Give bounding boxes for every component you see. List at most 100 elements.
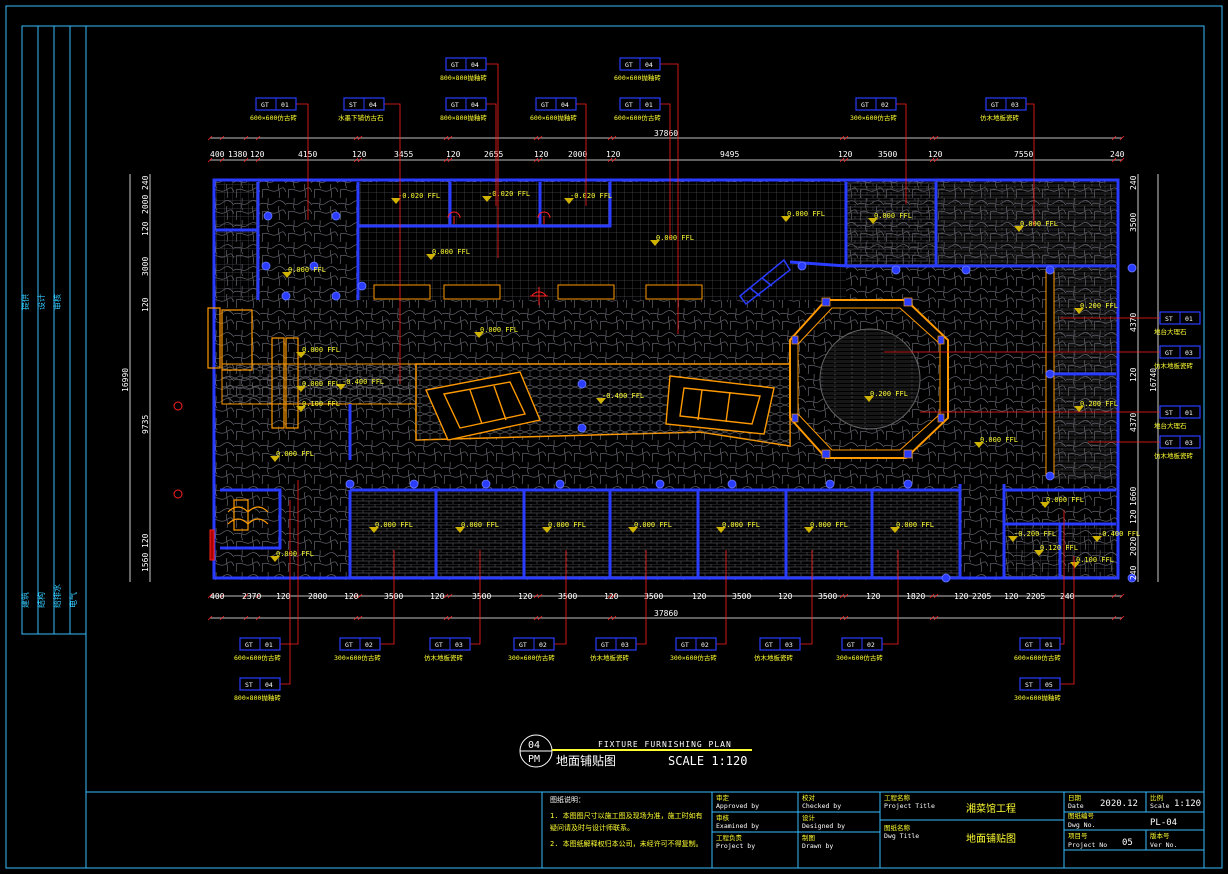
- tag-code: GT: [1025, 641, 1033, 649]
- side-label-design: 设计: [36, 294, 46, 310]
- level-marker: -0.400 FFL: [596, 392, 644, 404]
- level-text: 0.200 FFL: [870, 390, 908, 398]
- right-dim: 2020: [1129, 537, 1138, 556]
- tag-number: 02: [867, 641, 875, 649]
- ver-label-en: Ver No.: [1150, 841, 1177, 849]
- wood-tile-room: [936, 182, 1116, 266]
- level-marker: -0.400 FFL: [1092, 530, 1140, 542]
- tag-number: 02: [539, 641, 547, 649]
- dim-tick: [611, 135, 617, 141]
- dim-tick: [447, 135, 453, 141]
- level-marker: 0.000 FFL: [474, 326, 518, 338]
- dim-tick: [843, 615, 849, 621]
- level-text: 0.000 FFL: [787, 210, 825, 218]
- level-marker: 0.200 FFL: [1074, 400, 1118, 412]
- tag-desc: 300×600仿古砖: [836, 653, 883, 662]
- walls: [212, 178, 1120, 580]
- columns: [261, 211, 1137, 583]
- dim-tick: [243, 615, 249, 621]
- dim-tick: [533, 593, 539, 599]
- entrance-doors: [207, 307, 299, 531]
- tag-code: ST: [1165, 315, 1173, 323]
- bottom-dim: 3500: [818, 592, 837, 601]
- checked-label-cn: 校对: [802, 793, 816, 802]
- tag-code: GT: [261, 101, 269, 109]
- scale-label-cn: 比例: [1150, 793, 1163, 802]
- notes-line-2: 2. 本图纸解释权归本公司，未经许可不得复制。: [550, 839, 703, 848]
- dim-tick: [839, 135, 845, 141]
- top-dim: 120: [352, 150, 367, 159]
- dim-tick: [353, 593, 359, 599]
- bottom-dim: 240: [1060, 592, 1075, 601]
- dim-tick: [1119, 615, 1125, 621]
- tag-desc: 仿木地板瓷砖: [980, 113, 1020, 122]
- side-label-provide: 提供: [20, 294, 30, 310]
- tag-number: 04: [471, 101, 479, 109]
- side-label-plumbing: 给排水: [52, 584, 62, 608]
- tag-code: GT: [625, 61, 633, 69]
- project-no-label-en: Project No: [1068, 841, 1107, 849]
- title-block: [86, 791, 1204, 868]
- dimension-labels: 37860 37860 16990 16740 400 1380 120 415…: [121, 129, 1158, 618]
- dim-tick: [929, 593, 935, 599]
- level-marker: 0.000 FFL: [974, 436, 1018, 448]
- level-text: 0.000 FFL: [874, 212, 912, 220]
- right-dim: 4370: [1129, 413, 1138, 432]
- bottom-dim: 400: [210, 592, 225, 601]
- top-dim: 120: [250, 150, 265, 159]
- level-text: 0.000 FFL: [302, 380, 340, 388]
- overall-dim-bottom: 37860: [654, 609, 678, 618]
- tag-number: 04: [265, 681, 273, 689]
- side-label-electrical: 电气: [68, 592, 78, 608]
- tag-number: 02: [881, 101, 889, 109]
- bottom-dim: 1820: [906, 592, 925, 601]
- level-marker: 0.000 FFL: [804, 521, 848, 533]
- level-text: 0.000 FFL: [432, 248, 470, 256]
- right-dim: 3500: [1129, 213, 1138, 232]
- dwg-name: 地面铺贴图: [966, 832, 1016, 845]
- checked-label-en: Checked by: [802, 802, 841, 810]
- tag-code: GT: [847, 641, 855, 649]
- level-marker: 0.200 FFL: [864, 390, 908, 402]
- top-dim: 2000: [568, 150, 587, 159]
- left-dim: 120: [141, 297, 150, 312]
- dim-tick: [219, 593, 225, 599]
- level-text: 0.100 FFL: [1076, 556, 1114, 564]
- right-dim: 240: [1129, 175, 1138, 190]
- level-text: -0.400 FFL: [342, 378, 384, 386]
- level-marker: 0.000 FFL: [1014, 220, 1058, 232]
- tag-number: 05: [1045, 681, 1053, 689]
- dim-tick: [533, 157, 539, 163]
- dim-tick: [611, 157, 617, 163]
- bottom-dim: 120: [1004, 592, 1019, 601]
- tag-code: GT: [541, 101, 549, 109]
- project-name: 湘菜馆工程: [966, 802, 1016, 815]
- overall-dim-left: 16990: [121, 368, 130, 392]
- left-dim: 9735: [141, 415, 150, 434]
- dim-tick: [357, 615, 363, 621]
- tag-number: 02: [701, 641, 709, 649]
- tag-code: GT: [1165, 439, 1173, 447]
- tag-desc: 仿木地板瓷砖: [1154, 361, 1194, 370]
- level-text: 0.000 FFL: [810, 521, 848, 529]
- tag-number: 03: [1185, 349, 1193, 357]
- dim-tick: [611, 615, 617, 621]
- tag-desc: 600×600抛釉砖: [614, 73, 661, 82]
- level-text: -0.400 FFL: [1098, 530, 1140, 538]
- level-text: -0.200 FFL: [1014, 530, 1056, 538]
- level-text: 0.200 FFL: [1080, 302, 1118, 310]
- right-dim: 4370: [1129, 313, 1138, 332]
- tag-code: GT: [435, 641, 443, 649]
- dim-tick: [443, 593, 449, 599]
- tag-number: 03: [785, 641, 793, 649]
- scale-label-en: Scale: [1150, 802, 1170, 810]
- dim-tick: [933, 135, 939, 141]
